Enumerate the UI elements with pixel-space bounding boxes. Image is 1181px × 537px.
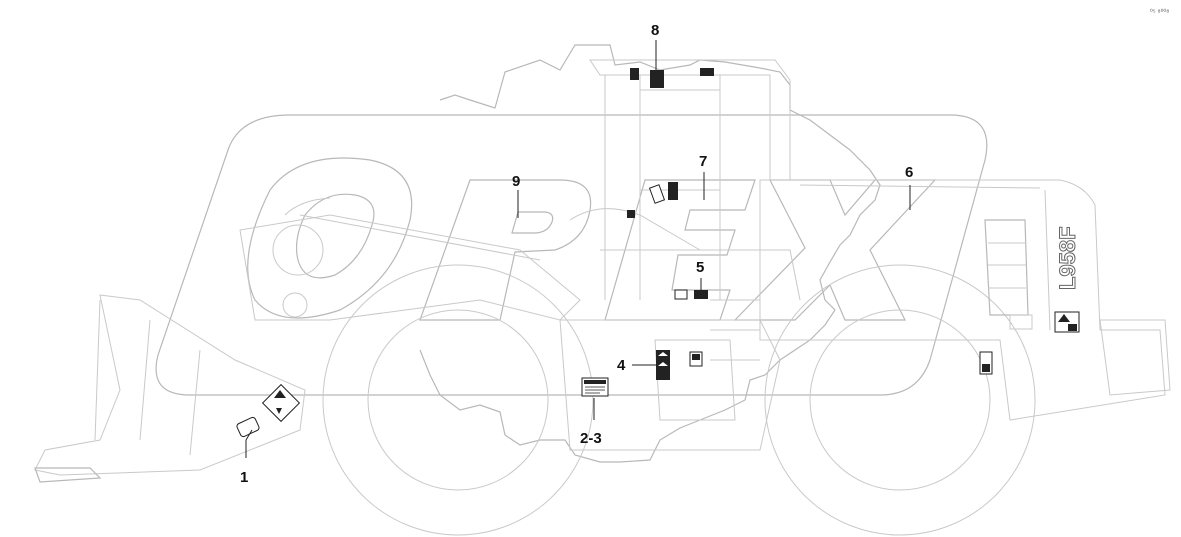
callout-7-label: 7 [699, 153, 707, 170]
callout-6-label: 6 [905, 164, 913, 181]
decal-7-icon [627, 182, 678, 218]
watermark-logo-icon [155, 44, 988, 463]
leader-1 [245, 429, 253, 458]
decal-8-icon [630, 68, 714, 88]
loader-outline: L958F [34, 59, 1171, 536]
callout-2-3-label: 2-3 [580, 430, 602, 447]
callout-1-label: 1 [240, 469, 248, 486]
decal-2-3-icon [581, 377, 609, 397]
callout-5-label: 5 [696, 259, 704, 276]
callout-4-label: 4 [617, 357, 626, 374]
leader-lines [245, 40, 911, 458]
model-badge: L958F [1055, 226, 1080, 290]
decals [236, 68, 1080, 438]
callout-9-label: 9 [512, 173, 520, 190]
decal-1-icon [236, 383, 301, 438]
decal-5-icon [674, 289, 708, 300]
callout-labels: 1 2-3 4 5 6 7 8 9 [240, 22, 913, 486]
decal-4-icon [656, 350, 703, 380]
corner-note: ⁰⁵ ⁸⁰⁰⁸ [1150, 8, 1169, 16]
callout-8-label: 8 [651, 22, 659, 39]
rear-decal-icon [979, 311, 1080, 375]
